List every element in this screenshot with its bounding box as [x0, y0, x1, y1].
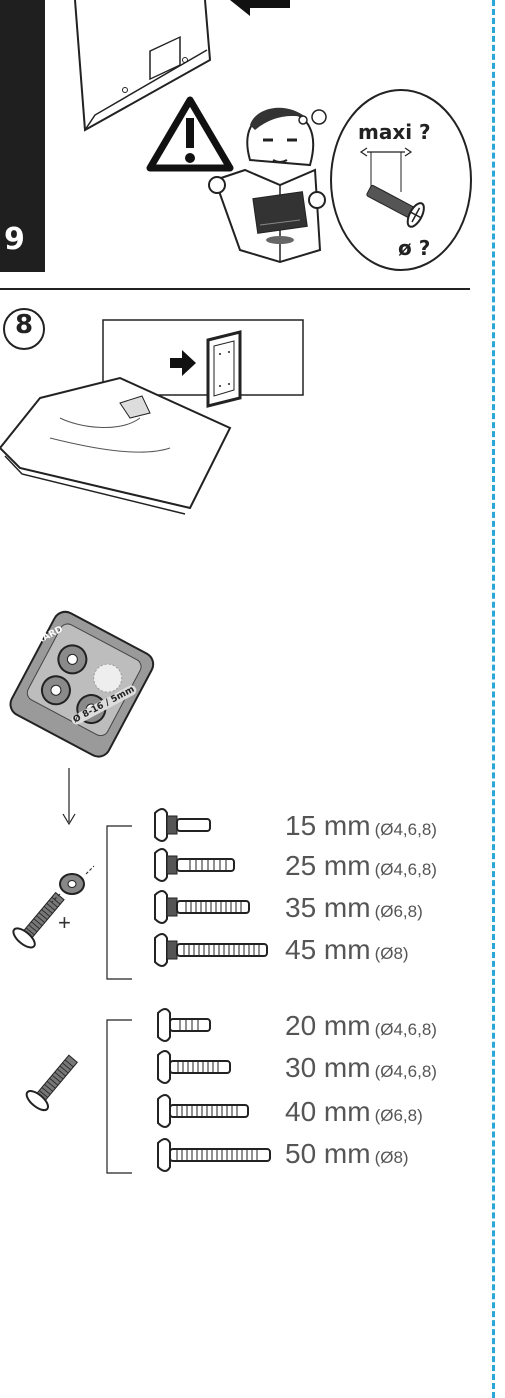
- warning-icon: [146, 96, 234, 172]
- screw-15mm-icon: [154, 808, 211, 842]
- bubble-max-label: maxi ?: [358, 120, 431, 144]
- screws-group-1: [154, 808, 268, 967]
- screw-40mm-icon: [157, 1094, 249, 1128]
- screws-group-2: [157, 1008, 271, 1172]
- thought-bubble: [298, 89, 472, 271]
- size-row: 20 mm(Ø4,6,8): [285, 1010, 437, 1041]
- down-arrow-icon: [62, 768, 76, 826]
- size-row: 40 mm(Ø6,8): [285, 1096, 423, 1127]
- plus-sign: +: [58, 910, 71, 935]
- page-number: 9: [4, 222, 25, 257]
- size-row: 50 mm(Ø8): [285, 1138, 409, 1169]
- size-row: 30 mm(Ø4,6,8): [285, 1052, 437, 1083]
- bracket-group-1: [106, 825, 132, 980]
- hardware-bag-illustration: [0, 319, 304, 515]
- bracket-group-2: [106, 1019, 132, 1174]
- screw-25mm-icon: [154, 848, 235, 882]
- wall-plate-icon: [206, 330, 242, 408]
- tv-warning-illustration: [74, 0, 472, 271]
- wall-panel-illustration: [74, 0, 290, 132]
- screw-30mm-icon: [157, 1050, 231, 1084]
- size-row: 35 mm(Ø6,8): [285, 892, 423, 923]
- screw-35mm-icon: [154, 890, 250, 924]
- dashed-cut-line: [492, 0, 495, 1398]
- screw-45mm-icon: [154, 933, 268, 967]
- bubble-diameter-label: ø ?: [398, 236, 431, 260]
- screw-illustration: [25, 1054, 78, 1112]
- washer-pack-illustration: [9, 610, 155, 758]
- size-row: 25 mm(Ø4,6,8): [285, 850, 437, 881]
- person-reading-illustration: [208, 107, 326, 264]
- size-row: 15 mm(Ø4,6,8): [285, 810, 437, 841]
- screw-20mm-icon: [157, 1008, 211, 1042]
- screw-with-washer-illustration: [12, 865, 95, 949]
- step-number-badge: 8: [3, 308, 45, 350]
- washer-icon: [59, 873, 85, 895]
- page-tab: [0, 0, 45, 272]
- screw-icon: [366, 184, 425, 228]
- section-divider: [0, 288, 470, 290]
- screw-50mm-icon: [157, 1138, 271, 1172]
- size-row: 45 mm(Ø8): [285, 934, 409, 965]
